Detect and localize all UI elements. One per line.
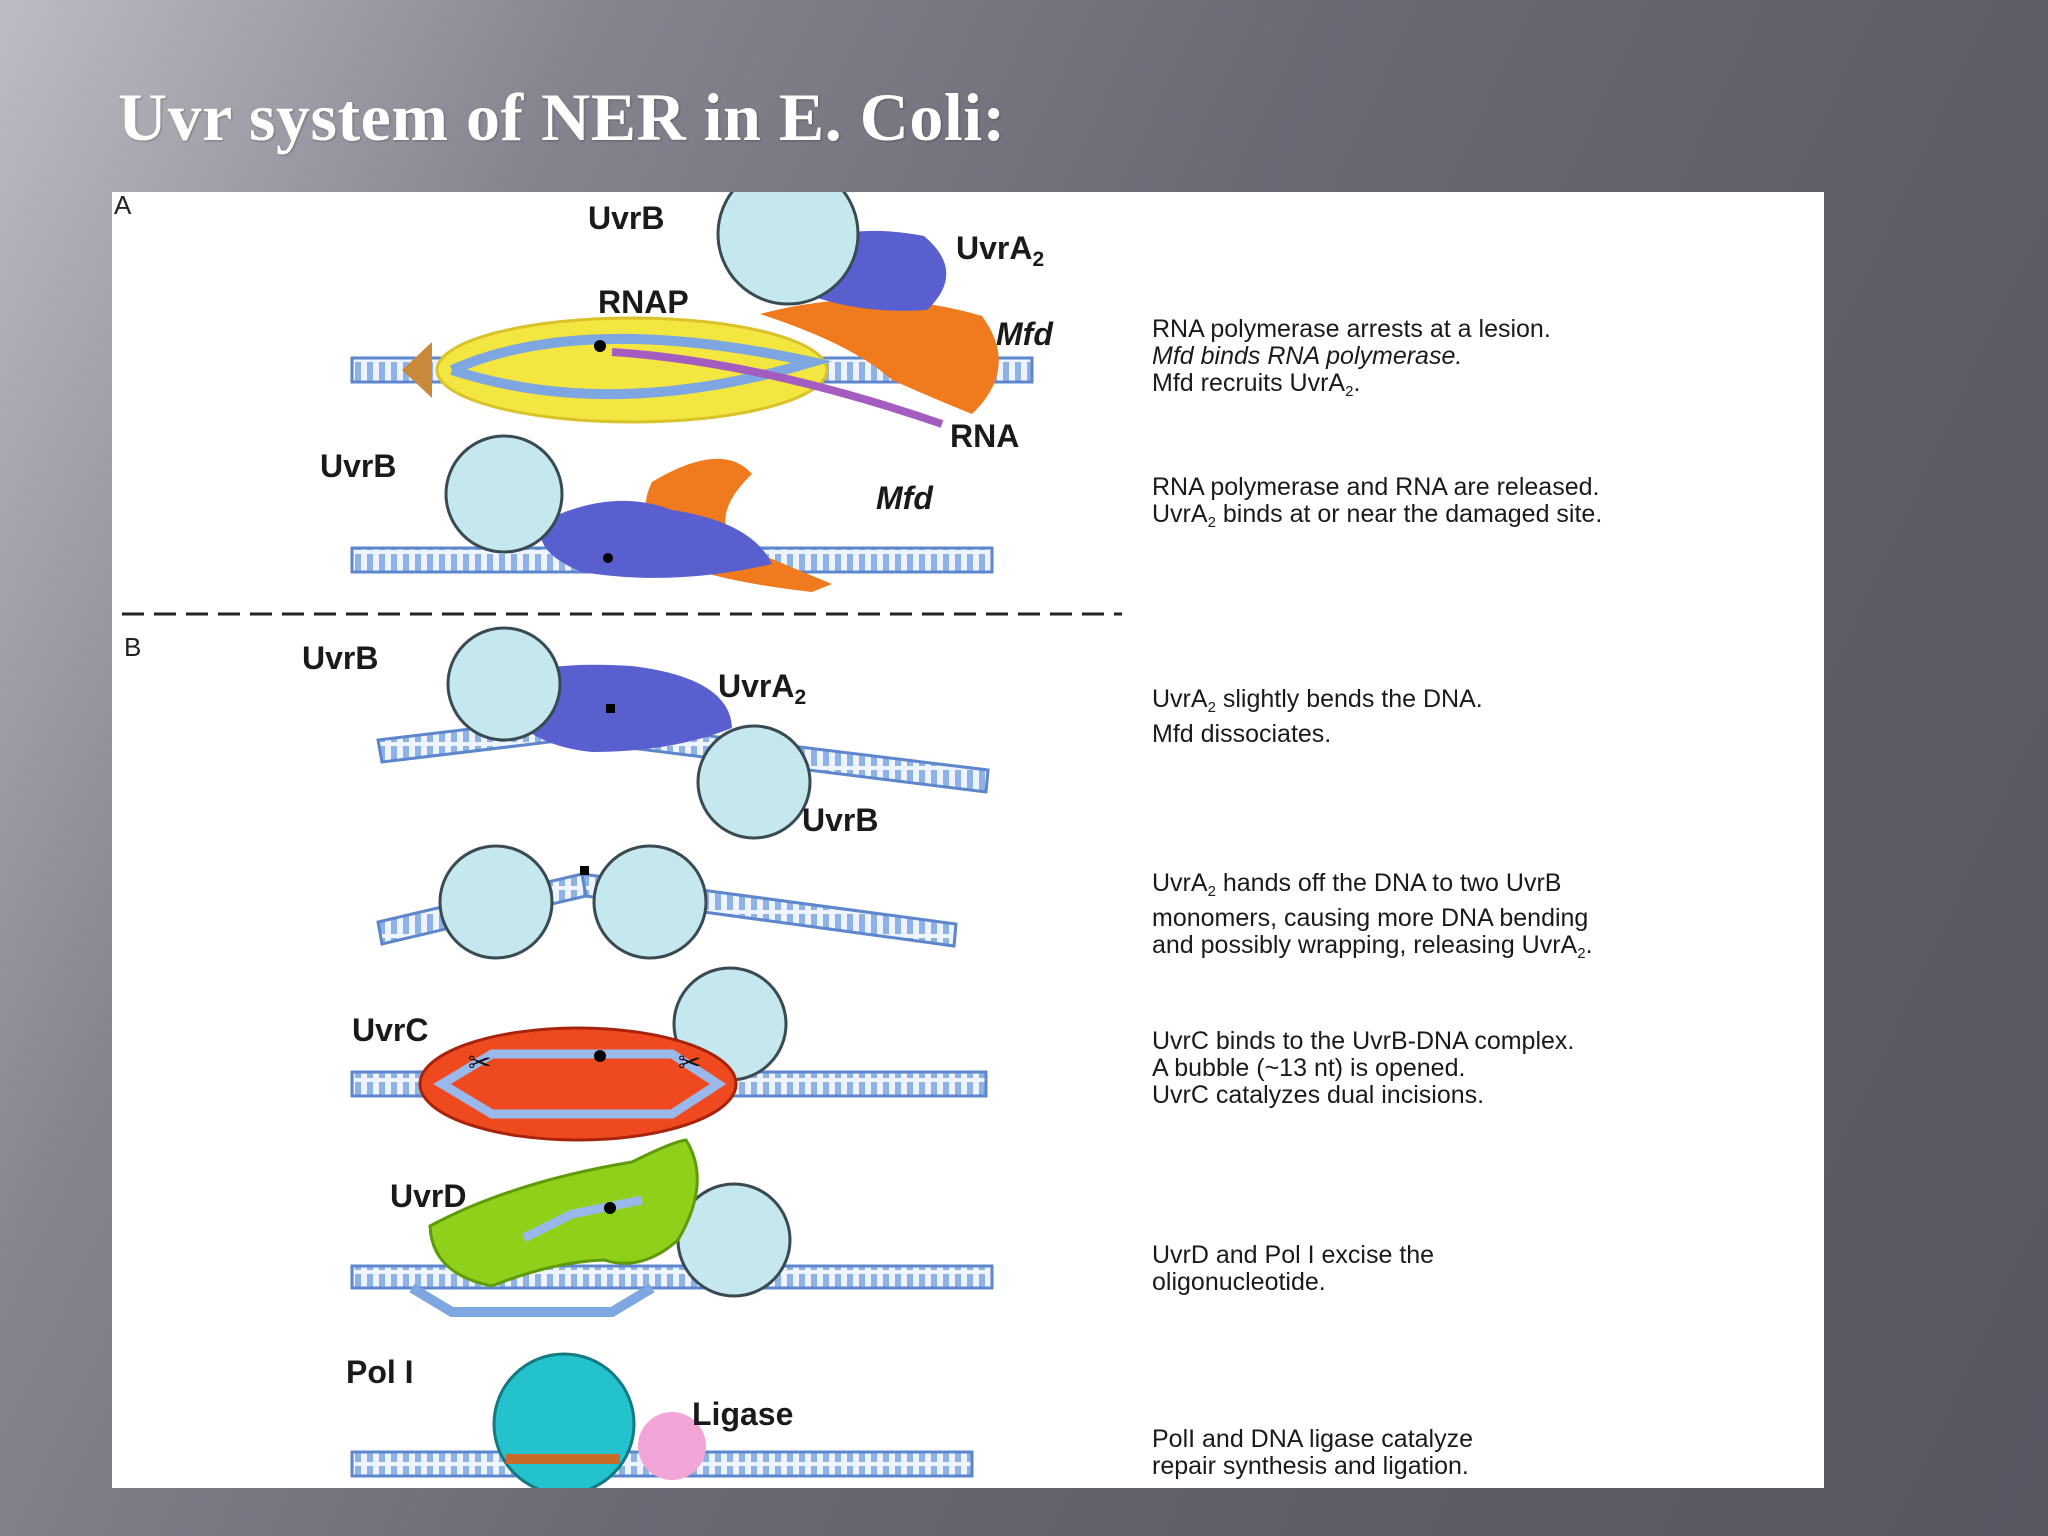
lesion-dot — [594, 1050, 606, 1062]
step-b5-illustration — [350, 1352, 974, 1488]
uvrd-label: UvrD — [390, 1178, 467, 1214]
uvrc-label: UvrC — [352, 1012, 429, 1048]
rna-label: RNA — [950, 418, 1020, 454]
uvrb-label: UvrB — [302, 640, 379, 676]
ner-figure: ✂ ✂ A B UvrB UvrA2 RNAP Mfd RNA UvrB Mfd… — [112, 190, 1824, 1488]
step-description: RNA polymerase arrests at a lesion. Mfd … — [1152, 315, 1551, 401]
step-description: UvrA2 hands off the DNA to two UvrB mono… — [1152, 869, 1593, 963]
scissors-right-icon: ✂ — [678, 1046, 701, 1079]
dna-loop — [449, 333, 814, 400]
slide-title: Uvr system of NER in E. Coli: — [118, 79, 1006, 155]
lesion-dot — [604, 1202, 616, 1214]
step-b4-illustration — [350, 1138, 994, 1317]
uvrb-label: UvrB — [802, 802, 879, 838]
lesion-dot — [580, 866, 589, 875]
ligase-circle — [638, 1412, 706, 1480]
mfd-shape — [760, 299, 999, 414]
step-description: RNA polymerase and RNA are released. Uvr… — [1152, 473, 1603, 532]
scissors-left-icon: ✂ — [468, 1046, 491, 1079]
ligase-label: Ligase — [692, 1396, 794, 1432]
ner-diagram-svg: ✂ ✂ — [122, 192, 1122, 1488]
step-b1-illustration — [376, 626, 990, 840]
transcription-arrow — [402, 342, 432, 398]
uvrb-circle — [696, 724, 812, 840]
step-a1-illustration — [350, 192, 1034, 428]
uvrb-circle — [592, 844, 708, 960]
pol1-label: Pol I — [346, 1354, 414, 1390]
excised-oligo — [521, 1195, 643, 1243]
uvrb-circle — [716, 192, 860, 306]
uvrb-circle — [444, 434, 564, 554]
mfd-label: Mfd — [996, 316, 1053, 352]
uvra2-label: UvrA2 — [956, 230, 1045, 271]
uvrb-circle — [438, 844, 554, 960]
uvrb-label: UvrB — [320, 448, 397, 484]
panel-a-letter: A — [114, 190, 132, 220]
step-b3-illustration: ✂ ✂ — [350, 966, 988, 1142]
step-description: UvrD and Pol I excise the oligonucleotid… — [1152, 1241, 1435, 1296]
repair-patch — [506, 1454, 620, 1464]
uvrc-ellipse — [418, 1026, 738, 1142]
pol1-circle — [492, 1352, 636, 1488]
step-b2-illustration — [376, 844, 958, 960]
rnap-label: RNAP — [598, 284, 689, 320]
rna-strand — [611, 348, 944, 428]
uvra2-shape — [540, 500, 772, 578]
step-description: UvrA2 slightly bends the DNA. Mfd dissoc… — [1152, 685, 1483, 748]
dna-bubble — [433, 1049, 727, 1119]
step-a2-illustration — [350, 434, 994, 592]
uvra2-label: UvrA2 — [718, 668, 807, 709]
uvrd-shape — [428, 1138, 699, 1288]
dna-gap-strand — [409, 1283, 655, 1317]
dna-top-strand — [350, 1264, 994, 1290]
uvrb-label: UvrB — [588, 200, 665, 236]
uvrb-circle — [446, 626, 562, 742]
step-description: PolI and DNA ligase catalyze repair synt… — [1152, 1425, 1474, 1480]
mfd-label: Mfd — [876, 480, 933, 516]
lesion-dot — [594, 340, 606, 352]
lesion-dot — [603, 553, 613, 563]
panel-b-letter: B — [124, 632, 142, 662]
lesion-dot — [606, 704, 615, 713]
step-description: UvrC binds to the UvrB-DNA complex. A bu… — [1152, 1027, 1575, 1109]
